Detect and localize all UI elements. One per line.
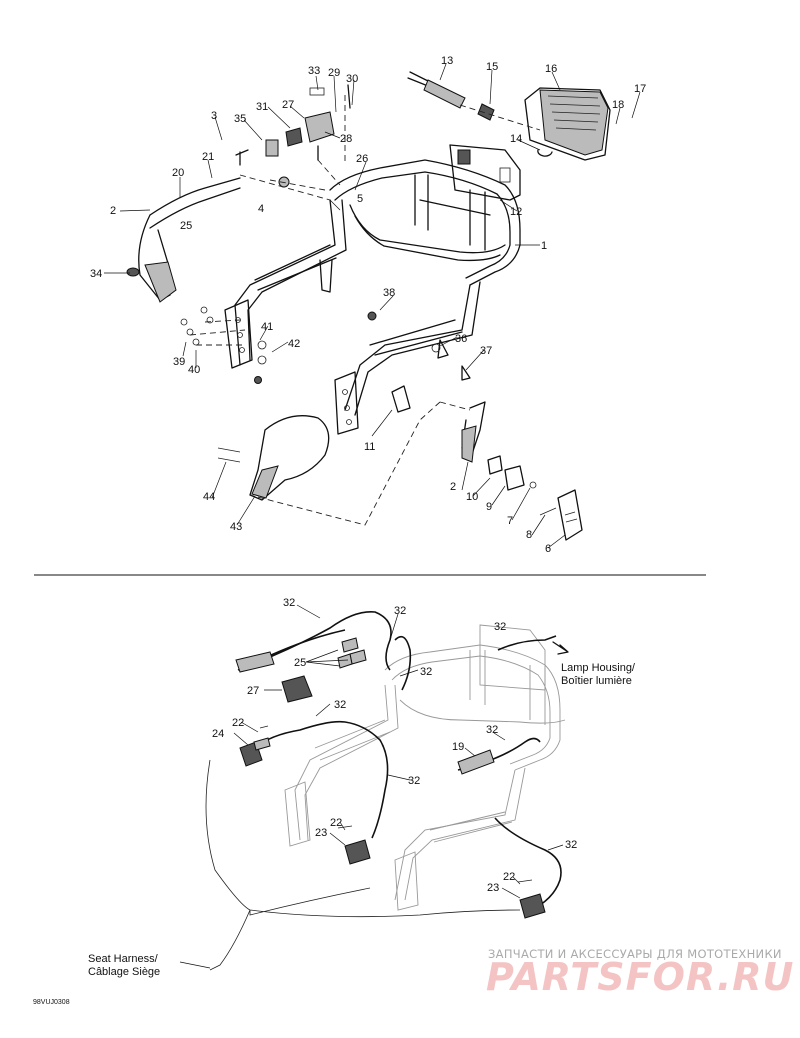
callout-15: 15 (486, 61, 498, 73)
diagram-code: 98VUJ0308 (33, 999, 70, 1006)
assembly-guide-lines (239, 95, 541, 526)
callout-2: 2 (110, 205, 116, 217)
callout-32-b: 32 (394, 605, 406, 617)
callout-22-a: 22 (232, 717, 244, 729)
callout-12: 12 (510, 206, 522, 218)
lamp-housing-label-fr: Boîtier lumière (561, 675, 632, 687)
lamp-housing-arrow (552, 641, 569, 655)
upper-leader-lines (104, 63, 641, 549)
callout-7: 7 (507, 515, 513, 527)
callout-26: 26 (356, 153, 368, 165)
callout-16: 16 (545, 63, 557, 75)
callout-38: 38 (383, 287, 395, 299)
callout-4: 4 (258, 203, 264, 215)
callout-41: 41 (261, 321, 273, 333)
callout-32-g: 32 (408, 775, 420, 787)
callout-30: 30 (346, 73, 358, 85)
switch-assembly (265, 84, 351, 161)
lower-wiring-view: 32 32 32 32 32 32 32 32 25 27 22 24 19 2… (88, 597, 636, 978)
callout-36: 36 (455, 333, 467, 345)
callout-32-e: 32 (334, 699, 346, 711)
callout-22-b: 22 (330, 817, 342, 829)
callout-25: 25 (180, 220, 192, 232)
callout-3: 3 (211, 110, 217, 122)
callout-2b: 2 (450, 481, 456, 493)
callout-32-h: 32 (565, 839, 577, 851)
callout-32-c: 32 (494, 621, 506, 633)
callout-21: 21 (202, 151, 214, 163)
callout-37: 37 (480, 345, 492, 357)
watermark: ЗАПЧАСТИ И АКСЕССУАРЫ ДЛЯ МОТОТЕХНИКИ PA… (486, 947, 794, 999)
connectors (235, 637, 546, 919)
watermark-tagline: ЗАПЧАСТИ И АКСЕССУАРЫ ДЛЯ МОТОТЕХНИКИ (488, 947, 782, 961)
callout-19: 19 (452, 741, 464, 753)
callout-18: 18 (612, 99, 624, 111)
callout-11: 11 (364, 441, 375, 453)
tail-lamp (524, 87, 611, 161)
callout-32-d: 32 (420, 666, 432, 678)
lower-leader-lines (179, 604, 564, 969)
callout-43: 43 (230, 521, 242, 533)
callout-28: 28 (340, 133, 352, 145)
lamp-socket (407, 71, 553, 157)
watermark-logo: PARTSFOR.RU (486, 955, 794, 999)
seat-tail-cover (217, 415, 330, 501)
grab-handle-left (126, 149, 290, 303)
callout-44: 44 (203, 491, 215, 503)
callout-33: 33 (308, 65, 320, 77)
callout-34: 34 (90, 268, 102, 280)
callout-14: 14 (510, 133, 522, 145)
callout-17: 17 (634, 83, 646, 95)
callout-20: 20 (172, 167, 184, 179)
callout-13: 13 (441, 55, 453, 67)
seat-harness-label: Seat Harness/ (88, 953, 159, 965)
license-plate-bracket (449, 144, 521, 201)
callout-8: 8 (526, 529, 532, 541)
callout-35: 35 (234, 113, 246, 125)
callout-9: 9 (486, 501, 492, 513)
callout-32-a: 32 (283, 597, 295, 609)
mount-bracket (391, 385, 411, 413)
callout-22-c: 22 (503, 871, 515, 883)
upper-exploded-view: 1 2 2 3 4 5 6 7 8 9 10 11 12 13 14 15 16… (90, 55, 646, 555)
callout-25-lower: 25 (294, 657, 306, 669)
callout-1: 1 (541, 240, 547, 252)
seat-harness-label-fr: Câblage Siège (88, 966, 160, 978)
callout-42: 42 (288, 338, 300, 350)
callout-40: 40 (188, 364, 200, 376)
callout-6: 6 (545, 543, 551, 555)
callout-29: 29 (328, 67, 340, 79)
hardware-right (367, 311, 471, 381)
grab-handle-right (461, 401, 583, 541)
callout-32-f: 32 (486, 724, 498, 736)
lamp-housing-label: Lamp Housing/ (561, 662, 636, 674)
callout-31: 31 (256, 101, 268, 113)
callout-27-lower: 27 (247, 685, 259, 697)
hardware-cluster-left (180, 306, 267, 384)
harness-wires (205, 611, 562, 971)
callout-10: 10 (466, 491, 478, 503)
callout-24: 24 (212, 728, 224, 740)
rear-bumper-frame (224, 159, 521, 435)
callout-23-a: 23 (315, 827, 327, 839)
ghost-frame (284, 624, 566, 911)
callout-27: 27 (282, 99, 294, 111)
callout-39: 39 (173, 356, 185, 368)
callout-23-b: 23 (487, 882, 499, 894)
callout-5: 5 (357, 193, 363, 205)
